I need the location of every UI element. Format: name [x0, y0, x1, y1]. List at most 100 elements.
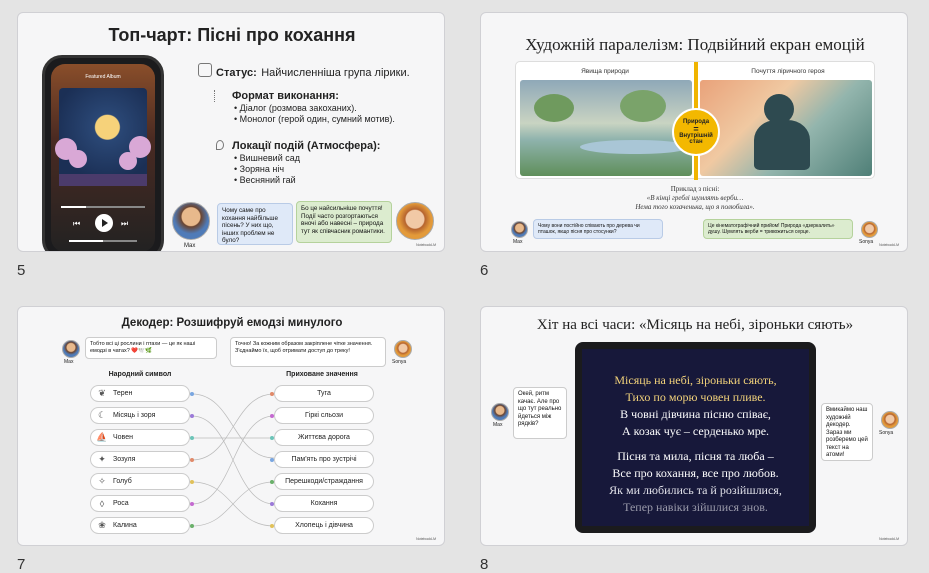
example-line: Нема того козаченька, що я полюбила». — [635, 203, 755, 211]
next-icon[interactable]: ⏭ — [121, 219, 129, 228]
connector-dot[interactable] — [270, 524, 274, 528]
connector-dot[interactable] — [190, 414, 194, 418]
speaker-name: Max — [184, 243, 196, 249]
connector-dot[interactable] — [190, 524, 194, 528]
phone-screen: Featured Album ⏮ ⏭ — [51, 64, 155, 251]
meaning-item[interactable]: Життєва дорога — [274, 429, 374, 446]
connector-dot[interactable] — [270, 502, 274, 506]
slide-thumbnail-6[interactable]: Художній паралелізм: Подвійний екран емо… — [480, 12, 908, 252]
slide-number: 5 — [17, 262, 26, 279]
connector-dot[interactable] — [190, 480, 194, 484]
column-heading-symbols: Народний символ — [108, 371, 172, 378]
credit-label: NotebookLM — [879, 537, 899, 541]
meaning-item[interactable]: Гіркі сльози — [274, 407, 374, 424]
slide-title: Художній паралелізм: Подвійний екран емо… — [525, 35, 865, 54]
credit-label: NotebookLM — [416, 243, 436, 247]
symbol-item[interactable]: ◊Роса — [90, 495, 190, 512]
credit-label: NotebookLM — [416, 537, 436, 541]
symbol-item[interactable]: ✧Голуб — [90, 473, 190, 490]
lyric-line: В човні дівчина пісню співає, — [620, 407, 771, 421]
column-heading-meanings: Приховане значення — [286, 371, 358, 378]
dove-icon: ✧ — [98, 476, 106, 486]
sonya-avatar — [394, 340, 412, 358]
connector-dot[interactable] — [190, 502, 194, 506]
dew-drop-icon: ◊ — [99, 498, 105, 509]
slide-number: 6 — [480, 262, 489, 279]
speaker-name: Max — [64, 359, 74, 365]
parallel-badge: Природа = Внутрішній стан — [672, 108, 720, 156]
cuckoo-icon: ✦ — [98, 454, 106, 464]
emotion-illustration — [700, 80, 872, 176]
format-item: • Монолог (герой один, сумний мотив). — [234, 114, 395, 124]
lyric-line: Місяць на небі, зіроньки сяють, — [614, 373, 777, 387]
max-avatar — [511, 221, 528, 238]
meaning-item[interactable]: Перешкоди/страждання — [274, 473, 374, 490]
connector-dot[interactable] — [270, 414, 274, 418]
connector-dot[interactable] — [270, 480, 274, 484]
symbol-item[interactable]: ❦Терен — [90, 385, 190, 402]
status-label: Статус: — [216, 67, 257, 79]
format-item: • Діалог (розмова закоханих). — [234, 103, 357, 113]
example-line: «В кінці греблі шумлять верби… — [646, 194, 744, 202]
location-item: • Вишневий сад — [234, 153, 300, 163]
location-item: • Весняний гай — [234, 175, 296, 185]
connector-dot[interactable] — [270, 458, 274, 462]
slide-thumbnail-5[interactable]: Топ-чарт: Пісні про кохання Featured Alb… — [17, 12, 445, 252]
nature-illustration — [520, 80, 692, 176]
meaning-item[interactable]: Пам'ять про зустрічі — [274, 451, 374, 468]
viburnum-icon: ❀ — [98, 520, 106, 530]
slide-thumbnail-7[interactable]: Декодер: Розшифруй емодзі минулого Max Т… — [17, 306, 445, 546]
progress-bar[interactable] — [61, 206, 145, 208]
max-speech-bubble: Окей, ритм качає. Але про що тут реально… — [513, 387, 567, 439]
connector-dot[interactable] — [190, 458, 194, 462]
speaker-name: Max — [513, 239, 523, 245]
slide-thumbnail-8[interactable]: Хіт на всі часи: «Місяць на небі, зіронь… — [480, 306, 908, 546]
moon-icon: ☾ — [97, 410, 107, 420]
symbol-item[interactable]: ☾Місяць і зоря — [90, 407, 190, 424]
location-pin-icon — [216, 140, 224, 150]
meaning-item[interactable]: Хлопець і дівчина — [274, 517, 374, 534]
lyric-line: Пісня та мила, пісня та люба – — [617, 449, 774, 463]
slide-title: Хіт на всі часи: «Місяць на небі, зіронь… — [536, 317, 854, 333]
phone-illustration: Featured Album ⏮ ⏭ — [42, 55, 164, 251]
speaker-name: Max — [493, 422, 503, 428]
slide-number: 8 — [480, 556, 489, 573]
format-heading: Формат виконання: — [232, 90, 339, 102]
sonya-avatar — [861, 221, 878, 238]
split-panel-card: Явища природи Почуття ліричного героя Пр… — [515, 61, 875, 180]
lyrics-screen: Місяць на небі, зіроньки сяють, Тихо по … — [582, 349, 809, 526]
symbol-item[interactable]: ❀Калина — [90, 517, 190, 534]
album-art-image — [55, 88, 151, 186]
play-button[interactable] — [95, 214, 113, 232]
panel-label-right: Почуття ліричного героя — [751, 68, 825, 75]
credit-label: NotebookLM — [879, 243, 899, 247]
meaning-item[interactable]: Туга — [274, 385, 374, 402]
sonya-avatar — [396, 202, 434, 240]
sonya-speech-bubble: Точно! За кожним образом закріплене чітк… — [230, 337, 386, 367]
speaker-name: Sonya — [859, 239, 874, 245]
boat-icon: ⛵ — [96, 432, 108, 442]
lyric-line: А козак чує – серденько мре. — [621, 424, 770, 438]
location-item: • Зоряна ніч — [234, 164, 285, 174]
speaker-name: Sonya — [879, 430, 894, 436]
connector-dot[interactable] — [190, 392, 194, 396]
previous-icon[interactable]: ⏮ — [73, 219, 81, 228]
max-speech-bubble: Чому саме про кохання найбільше пісень? … — [217, 203, 293, 245]
lyric-line: Як ми любились та й розійшлися, — [609, 483, 782, 497]
max-avatar — [62, 340, 80, 358]
slide-title: Топ-чарт: Пісні про кохання — [108, 25, 356, 45]
sonya-speech-bubble: Це кінематографічний прийом! Природа «дз… — [703, 219, 853, 239]
connector-dot[interactable] — [270, 392, 274, 396]
max-avatar — [172, 202, 210, 240]
meaning-item[interactable]: Кохання — [274, 495, 374, 512]
connector-dot[interactable] — [190, 436, 194, 440]
volume-slider[interactable] — [69, 240, 137, 242]
connector-dot[interactable] — [270, 436, 274, 440]
symbol-item[interactable]: ⛵Човен — [90, 429, 190, 446]
locations-heading: Локації подій (Атмосфера): — [232, 140, 381, 152]
connector-lines — [191, 393, 275, 527]
status-text: Найчисленніша група лірики. — [261, 67, 410, 79]
sonya-speech-bubble: Вмикаймо наш художній декодер. Зараз ми … — [821, 403, 873, 461]
symbol-item[interactable]: ✦Зозуля — [90, 451, 190, 468]
calendar-icon — [198, 63, 212, 77]
